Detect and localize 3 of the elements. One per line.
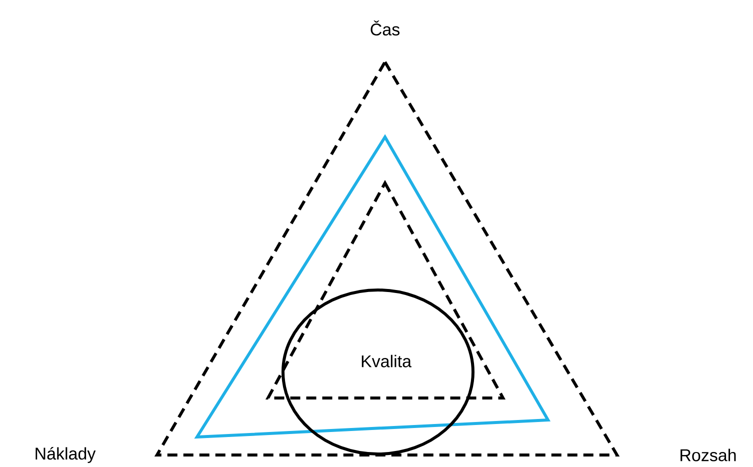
vertex-label: Náklady	[36, 446, 96, 464]
vertex-label: Rozsah	[680, 448, 736, 462]
vertex-label: Čas	[370, 20, 400, 36]
